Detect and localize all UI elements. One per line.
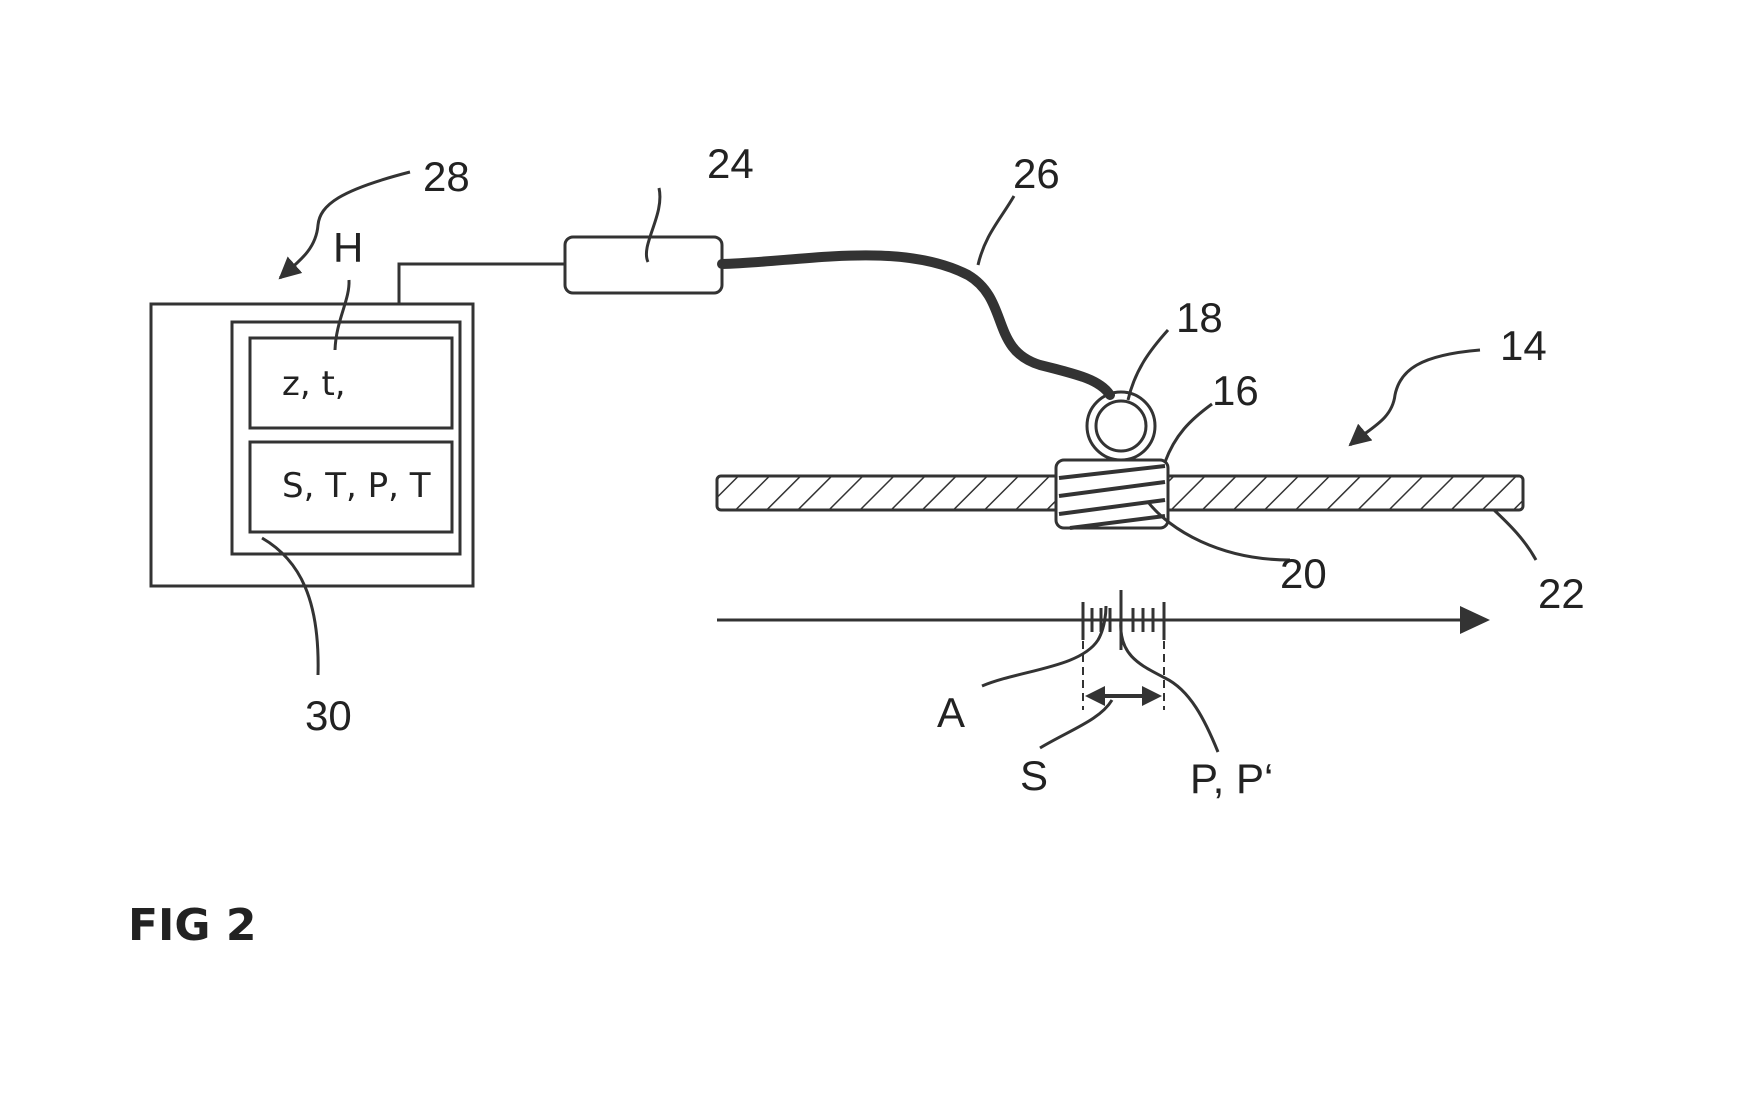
- leader-14: [1348, 348, 1481, 447]
- range-arrowhead-right: [1142, 686, 1162, 706]
- leader-26: [976, 195, 1016, 266]
- label-26: 26: [1013, 150, 1060, 197]
- device-28: z, t, S, T, P, T: [149, 302, 475, 588]
- leader-22: [1492, 508, 1538, 561]
- range-arrowhead-left: [1085, 686, 1105, 706]
- lower-cell-text: S, T, P, T: [282, 466, 431, 506]
- leader-p: [1119, 619, 1220, 753]
- display-frame: [230, 320, 462, 556]
- leader-30: [261, 536, 320, 676]
- wire-device-to-connector: [397, 262, 565, 304]
- leader-28: [278, 170, 411, 280]
- label-h: H: [333, 224, 363, 271]
- upper-cell: [248, 336, 454, 430]
- label-28: 28: [423, 153, 470, 200]
- leader-s: [1039, 699, 1114, 750]
- label-24: 24: [707, 140, 754, 187]
- leader-a: [981, 605, 1108, 688]
- label-22: 22: [1538, 570, 1585, 617]
- ring-18-inner: [1094, 399, 1148, 453]
- connector-24: [563, 235, 724, 295]
- label-18: 18: [1176, 294, 1223, 341]
- clamp-16: [1054, 458, 1170, 530]
- lower-cell: [248, 440, 454, 534]
- label-20: 20: [1280, 550, 1327, 597]
- leader-16: [1163, 402, 1213, 463]
- leader-24: [645, 187, 662, 263]
- axis-arrowhead: [1460, 606, 1490, 634]
- label-14: 14: [1500, 322, 1547, 369]
- leader-h: [333, 279, 351, 351]
- figure-caption: FIG 2: [128, 900, 256, 951]
- leader-20: [1146, 501, 1291, 562]
- leader-18: [1126, 328, 1170, 401]
- label-16: 16: [1212, 367, 1259, 414]
- cable-26: [717, 250, 1115, 400]
- upper-cell-text: z, t,: [282, 364, 346, 404]
- label-30: 30: [305, 692, 352, 739]
- label-a: A: [937, 689, 965, 736]
- label-s: S: [1020, 752, 1048, 799]
- label-p: P, P‘: [1190, 755, 1273, 802]
